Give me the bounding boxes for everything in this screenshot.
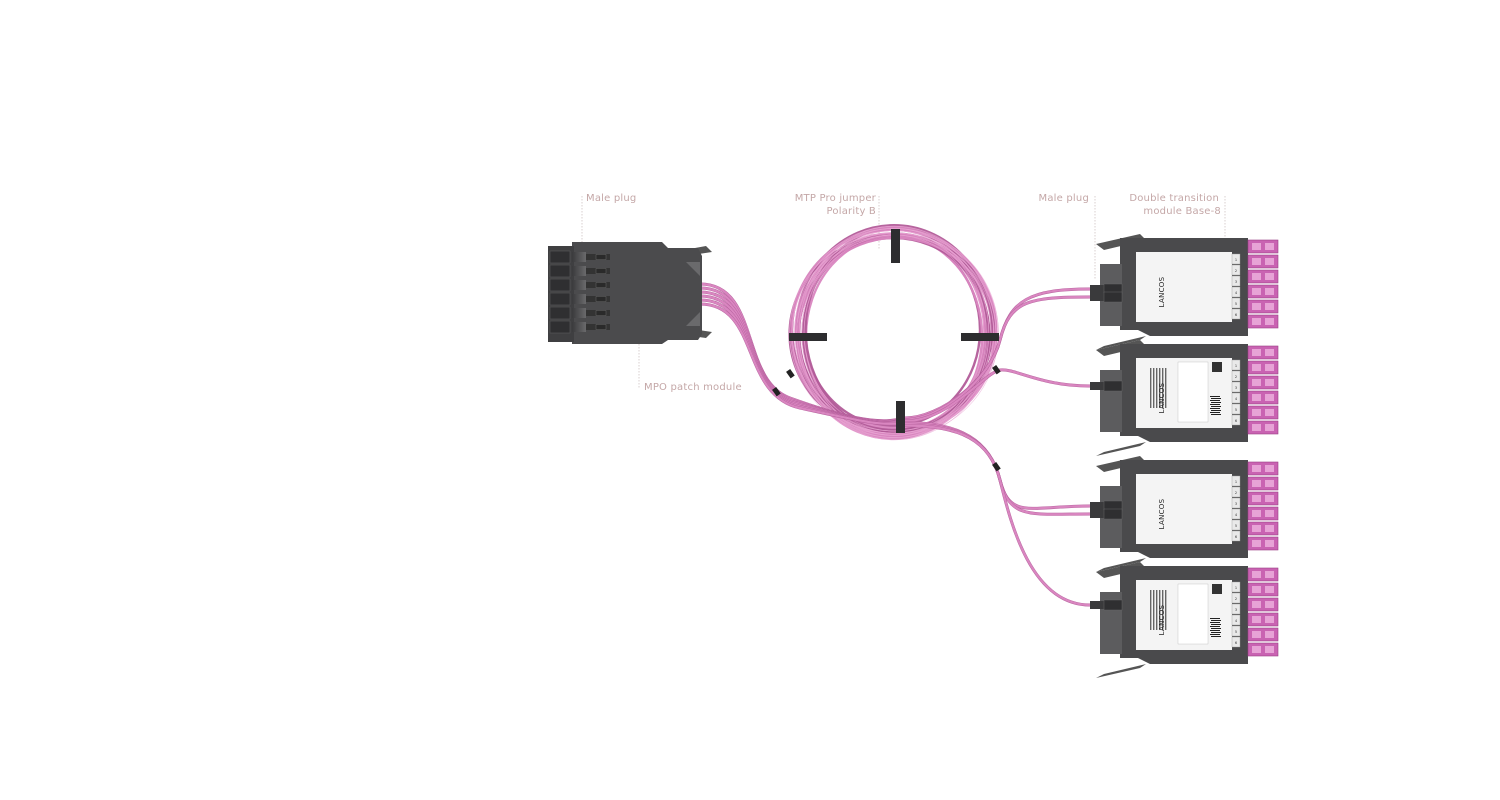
module-brand-text: LANCOS — [1158, 382, 1166, 413]
port-number: 2 — [1235, 375, 1237, 379]
port-number: 6 — [1235, 419, 1237, 423]
port-number: 1 — [1235, 480, 1237, 484]
transition-module: LANCOS 1 2 3 4 5 6 — [1090, 340, 1279, 456]
port-number: 2 — [1235, 269, 1237, 273]
module-label-line2: module Base-8 — [1143, 206, 1221, 217]
tie-top — [891, 229, 900, 263]
port-number: 5 — [1235, 408, 1237, 412]
coil-ties — [789, 229, 999, 433]
port-number: 5 — [1235, 524, 1237, 528]
port-number: 4 — [1235, 291, 1238, 295]
port-number: 1 — [1235, 258, 1237, 262]
port-number: 6 — [1235, 313, 1237, 317]
mpo-patch-module — [548, 242, 712, 344]
port-number: 3 — [1235, 608, 1237, 612]
module-label-line1: Double transition — [1129, 193, 1219, 204]
port-number: 3 — [1235, 280, 1237, 284]
tie-left — [789, 333, 827, 341]
module-brand-text: LANCOS — [1158, 498, 1166, 529]
port-number: 6 — [1235, 535, 1237, 539]
module-brand-text: LANCOS — [1158, 604, 1166, 635]
callout-patch-module: MPO patch module — [638, 335, 742, 393]
port-number: 5 — [1235, 302, 1237, 306]
transition-module: LANCOS 1 2 3 4 5 6 — [1090, 562, 1279, 678]
port-number: 2 — [1235, 491, 1237, 495]
callout-jumper: MTP Pro jumper Polarity B — [795, 193, 880, 250]
port-number: 2 — [1235, 597, 1237, 601]
jumper-label-line2: Polarity B — [827, 206, 876, 217]
port-number: 1 — [1235, 586, 1237, 590]
module-brand-text: LANCOS — [1158, 276, 1166, 307]
tie-right — [961, 333, 999, 341]
port-number: 6 — [1235, 641, 1237, 645]
port-number: 4 — [1235, 619, 1238, 623]
right-male-plug-label: Male plug — [1039, 193, 1089, 204]
transition-module: LANCOS 1 2 3 4 5 6 — [1090, 234, 1279, 350]
port-number: 3 — [1235, 386, 1237, 390]
tie-bottom — [896, 401, 905, 433]
port-number: 1 — [1235, 364, 1237, 368]
callout-left-male-plug: Male plug — [581, 193, 636, 256]
transition-module: LANCOS 1 2 3 4 5 6 — [1090, 456, 1279, 572]
patch-module-label: MPO patch module — [644, 382, 742, 393]
callout-right-male-plug: Male plug — [1039, 193, 1096, 280]
port-number: 4 — [1235, 513, 1238, 517]
port-number: 3 — [1235, 502, 1237, 506]
port-number: 4 — [1235, 397, 1238, 401]
jumper-label-line1: MTP Pro jumper — [795, 193, 877, 204]
left-male-plug-label: Male plug — [586, 193, 636, 204]
port-number: 5 — [1235, 630, 1237, 634]
